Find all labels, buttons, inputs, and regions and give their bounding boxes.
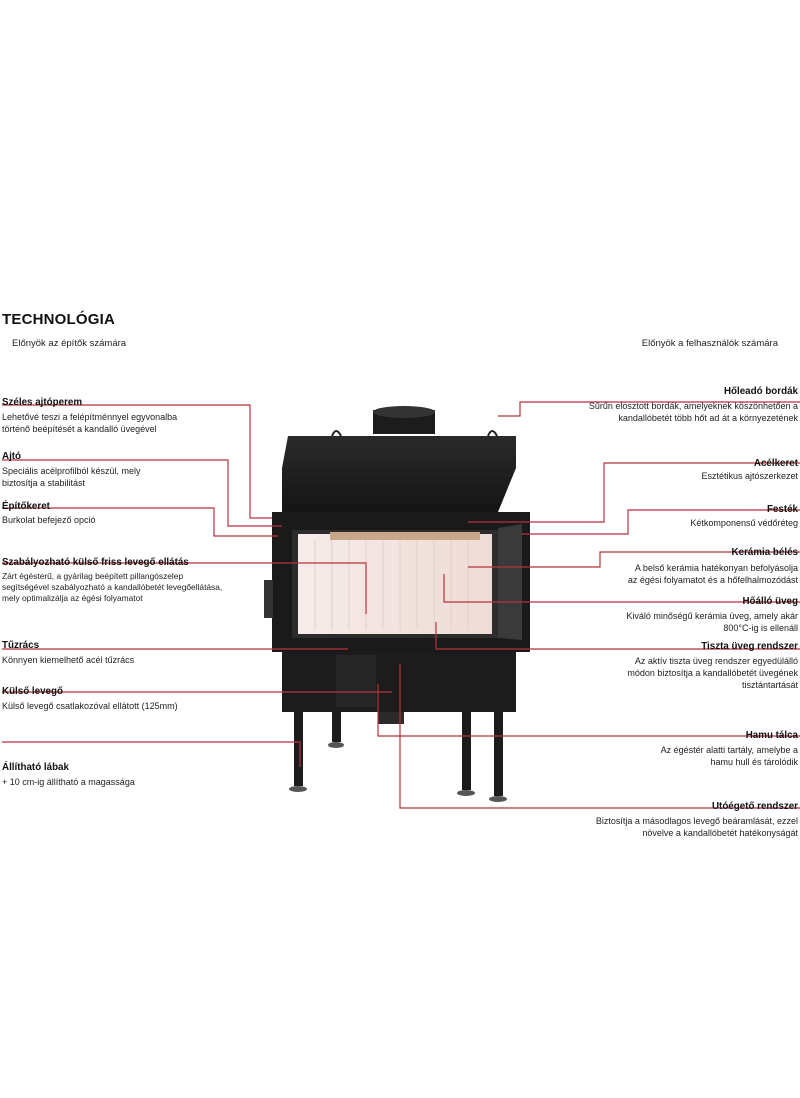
subtitle-builders: Előnyök az építők számára <box>12 338 127 349</box>
feature-title-acelkeret: Acélkeret <box>753 458 798 469</box>
leader-tiszta-uveg <box>435 622 800 650</box>
feature-desc-utoegeto: Biztosítja a másodlagos levegő beáramlás… <box>595 816 798 838</box>
page-title: TECHNOLÓGIA <box>2 311 116 328</box>
leader-szabalyozhato <box>2 562 367 614</box>
feature-desc-kulso-levego: Külső levegő csatlakozóval ellátott (125… <box>2 701 178 711</box>
feature-desc-acelkeret: Esztétikus ajtószerkezet <box>701 471 798 481</box>
feature-title-epitokeret: Építőkeret <box>2 501 50 512</box>
leader-szeles-ajtoperem <box>2 404 272 519</box>
foot-front-right <box>457 790 475 796</box>
leg-front-left <box>294 712 303 786</box>
feature-title-keramia-beles: Kerámia bélés <box>731 547 798 558</box>
feature-desc-szabalyozhato-levego: Zárt égésterű, a gyárilag beépített pill… <box>2 571 223 603</box>
feature-title-tiszta-uveg: Tiszta üveg rendszer <box>701 641 798 652</box>
feature-title-szabalyozhato-levego: Szabályozható külső friss levegő ellátás <box>2 557 189 568</box>
feature-title-holeado-bordak: Hőleadó bordák <box>723 386 798 397</box>
feature-title-hamu-talca: Hamu tálca <box>745 730 798 741</box>
feature-title-utoegeto: Utóégető rendszer <box>711 801 798 812</box>
side-glass <box>498 524 522 640</box>
feature-desc-holeado-bordak: Sűrűn elosztott bordák, amelyeknek köszö… <box>588 401 798 423</box>
ceramic-lining-pattern <box>314 540 469 630</box>
chimney-collar-top <box>373 406 435 418</box>
feature-title-kulso-levego: Külső levegő <box>2 686 63 697</box>
leader-hoallo-uveg <box>443 574 800 603</box>
leader-ajto <box>2 459 282 527</box>
feature-title-ajto: Ajtó <box>2 451 22 462</box>
foot-back-right <box>489 796 507 802</box>
feature-desc-tuzracs: Könnyen kiemelhető acél tűzrács <box>2 655 135 665</box>
leader-holeado-bordak <box>498 401 800 417</box>
leader-acelkeret <box>468 462 800 523</box>
leader-hamu-talca <box>377 684 800 737</box>
lifting-hook-left <box>331 430 342 437</box>
outside-air-connector <box>378 712 404 724</box>
feature-desc-hoallo-uveg: Kiváló minőségű kerámia üveg, amely akár… <box>626 611 798 633</box>
leader-epitokeret <box>2 507 278 537</box>
foot-back-left <box>328 742 344 748</box>
ash-pan <box>336 655 376 707</box>
feature-desc-tiszta-uveg: Az aktív tiszta üveg rendszer egyedüláll… <box>627 656 798 690</box>
feature-title-festek: Festék <box>766 504 798 515</box>
lifting-hook-right <box>487 430 498 437</box>
feature-desc-szeles-ajtoperem: Lehetővé teszi a felépítménnyel egyvonal… <box>2 412 178 434</box>
feature-title-hoallo-uveg: Hőálló üveg <box>742 596 798 607</box>
leg-front-right <box>462 712 471 790</box>
feature-desc-ajto: Speciális acélprofilból készül, mely biz… <box>2 466 141 488</box>
feature-desc-epitokeret: Burkolat befejező opció <box>2 515 96 525</box>
fireplace-insert <box>264 406 530 802</box>
feature-desc-festek: Kétkomponensű védőréteg <box>690 518 798 528</box>
ceramic-lining <box>298 534 492 634</box>
feature-desc-keramia-beles: A belső kerámia hatékonyan befolyásolja … <box>627 563 798 585</box>
feature-desc-hamu-talca: Az égéstér alatti tartály, amelybe a ham… <box>660 745 798 767</box>
draft-handle <box>264 580 273 618</box>
feature-title-szeles-ajtoperem: Széles ajtóperem <box>2 397 83 408</box>
feature-title-tuzracs: Tűzrács <box>2 640 40 651</box>
leader-festek <box>522 509 800 535</box>
heat-exchanger-hood <box>282 436 516 512</box>
subtitle-users: Előnyök a felhasználók számára <box>641 338 778 349</box>
leg-back-right <box>494 712 503 796</box>
leg-back-left <box>332 712 341 742</box>
leader-utoegeto <box>399 664 800 809</box>
baffle-plate <box>330 532 480 540</box>
ash-pan-box <box>282 652 516 712</box>
feature-title-allithato-labak: Állítható lábak <box>2 762 69 773</box>
leader-lines <box>2 401 800 809</box>
foot-front-left <box>289 786 307 792</box>
leader-keramia-beles <box>468 551 800 568</box>
feature-desc-allithato-labak: + 10 cm-ig állítható a magassága <box>2 777 135 787</box>
leader-allithato-labak <box>2 741 301 767</box>
